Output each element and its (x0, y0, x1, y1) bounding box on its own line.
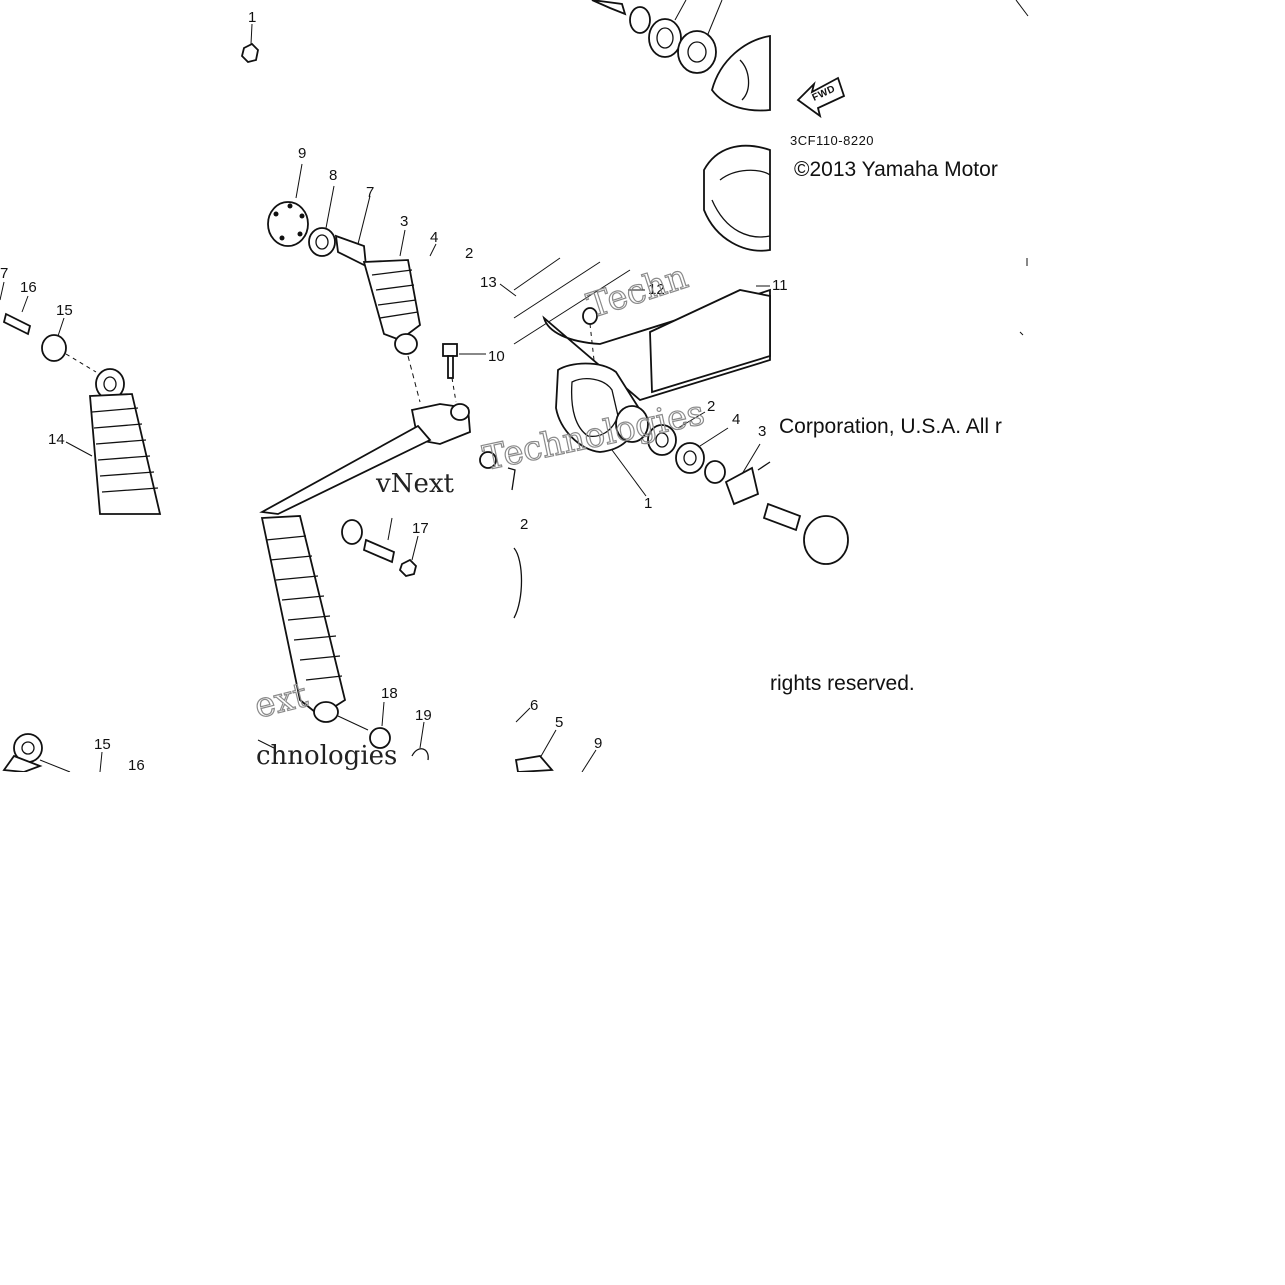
callout: 14 (48, 431, 65, 448)
callout: 15 (56, 302, 73, 319)
callout: 2 (520, 516, 528, 533)
callout: 2 (465, 245, 473, 262)
top-bearing-set (591, 0, 771, 112)
watermark-text: ext (251, 675, 312, 727)
callout: 16 (128, 757, 145, 774)
callout: 4 (732, 411, 740, 428)
callout: 19 (415, 707, 432, 724)
callout: 4 (430, 229, 438, 246)
drawing-code: 3CF110-8220 (790, 133, 874, 148)
callout: 18 (381, 685, 398, 702)
watermark-text: Techn (582, 257, 692, 327)
bolt-10 (442, 343, 486, 403)
link-arm (259, 403, 516, 515)
callout: 13 (480, 274, 497, 291)
callout: 17 (412, 520, 429, 537)
upper-shock-assembly (267, 163, 437, 403)
callout: 9 (594, 735, 602, 752)
callout: 10 (488, 348, 505, 365)
callout: 8 (329, 167, 337, 184)
lower-shock-assembly (257, 515, 429, 761)
pivot-bearings (647, 411, 849, 565)
callout: 9 (298, 145, 306, 162)
watermark-text: chnologies (256, 741, 397, 771)
callout-labels: 1 9 8 7 3 4 2 7 16 15 14 10 13 12 11 2 4… (0, 9, 788, 774)
copyright-line-2: Corporation, U.S.A. All r (779, 415, 1002, 438)
callout: 6 (530, 697, 538, 714)
watermark-text: vNext (375, 469, 454, 499)
callout: 5 (555, 714, 563, 731)
lower-left-parts (2, 733, 103, 773)
rear-shock-14 (0, 281, 162, 515)
callout: 11 (772, 277, 788, 294)
callout: 12 (648, 281, 665, 298)
lower-right-parts (513, 547, 597, 773)
callout: 3 (400, 213, 408, 230)
callout: 2 (707, 398, 715, 415)
callout: 3 (758, 423, 766, 440)
swingarm (499, 144, 771, 497)
callout: 7 (0, 265, 8, 282)
callout: 7 (366, 184, 374, 201)
callout: 1 (644, 495, 652, 512)
copyright-line-1: ©2013 Yamaha Motor (794, 158, 998, 181)
callout: 1 (248, 9, 256, 26)
callout: 16 (20, 279, 37, 296)
copyright-line-3: rights reserved. (770, 672, 915, 695)
fwd-arrow-icon: FWD (796, 76, 846, 119)
callout: 15 (94, 736, 111, 753)
nut-1 (241, 23, 259, 63)
